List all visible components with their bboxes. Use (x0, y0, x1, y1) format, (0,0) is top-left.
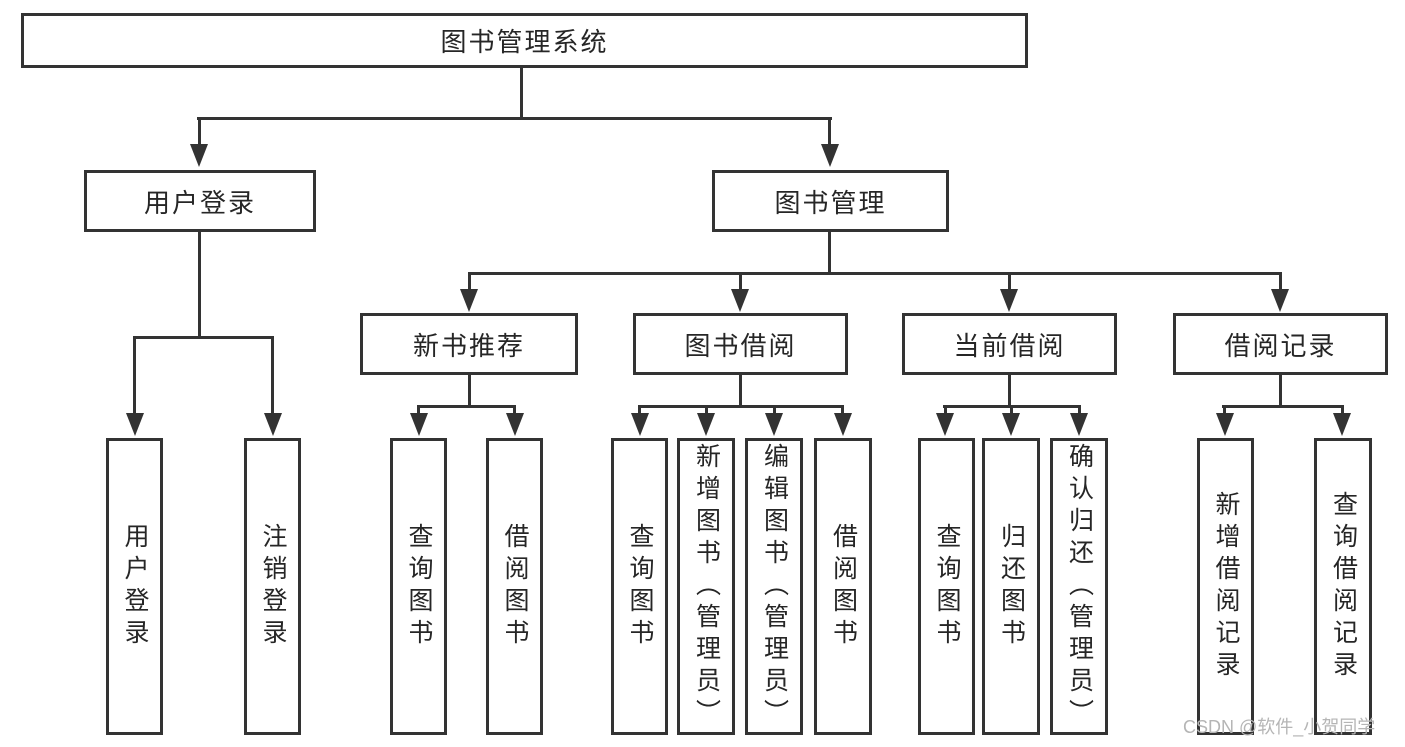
leaf-query-borrow-record: 查询借阅记录 (1314, 438, 1372, 735)
arrowhead-icon (1070, 413, 1088, 436)
leaf-add-borrow-record: 新增借阅记录 (1197, 438, 1254, 735)
connector-leaf-stem (638, 405, 641, 414)
leaf-borrow-books: 借阅图书 (814, 438, 872, 735)
leaf-logout: 注销登录 (244, 438, 301, 735)
watermark: CSDN @软件_小贺同学 (1183, 717, 1376, 737)
connector-group-stub (1279, 373, 1282, 408)
connector-leaf-stem (944, 405, 947, 414)
connector-level1-rail (197, 117, 832, 120)
leaf-user-login: 用户登录 (106, 438, 163, 735)
leaf-return-books: 归还图书 (982, 438, 1040, 735)
connector-stem-book-borrow (739, 272, 742, 291)
leaf-query-books-borrow: 查询图书 (611, 438, 668, 735)
connector-leaf-stem (417, 405, 420, 414)
leaf-edit-books-admin: 编辑图书（管理员） (745, 438, 803, 735)
arrowhead-icon (936, 413, 954, 436)
arrowhead-icon (1216, 413, 1234, 436)
connector-stem-leaf-login (133, 336, 136, 413)
connector-group-stub (1008, 373, 1011, 408)
arrowhead-icon (126, 413, 144, 436)
connector-leaf-stem (1223, 405, 1226, 414)
connector-stem-new-book (468, 272, 471, 291)
arrowhead-icon (1000, 289, 1018, 312)
connector-level2-rail (468, 272, 1282, 275)
leaf-confirm-return-admin: 确认归还（管理员） (1050, 438, 1108, 735)
arrowhead-icon (1333, 413, 1351, 436)
arrowhead-icon (631, 413, 649, 436)
connector-root-stem (520, 66, 523, 119)
connector-group-stub (739, 373, 742, 408)
node-current-borrow: 当前借阅 (902, 313, 1117, 375)
connector-stem-borrow-record (1279, 272, 1282, 291)
node-user-login: 用户登录 (84, 170, 316, 232)
connector-stem-book-mgmt (828, 117, 831, 146)
arrowhead-icon (821, 144, 839, 167)
arrowhead-icon (264, 413, 282, 436)
connector-leaf-stem (705, 405, 708, 414)
connector-stem-user-login (198, 117, 201, 146)
connector-stem-current-borrow (1008, 272, 1011, 291)
connector-group-stub (468, 373, 471, 408)
arrowhead-icon (765, 413, 783, 436)
connector-leaf-stem (1078, 405, 1081, 414)
connector-leaf-stem (513, 405, 516, 414)
arrowhead-icon (506, 413, 524, 436)
connector-leaf-stem (773, 405, 776, 414)
node-new-book-recommend: 新书推荐 (360, 313, 578, 375)
node-book-management: 图书管理 (712, 170, 949, 232)
connector-leaf-stem (1341, 405, 1344, 414)
connector-user-login-down (198, 230, 201, 339)
leaf-query-books-current: 查询图书 (918, 438, 975, 735)
arrowhead-icon (460, 289, 478, 312)
leaf-borrow-books-recommend: 借阅图书 (486, 438, 543, 735)
node-book-borrow: 图书借阅 (633, 313, 848, 375)
leaf-add-books-admin: 新增图书（管理员） (677, 438, 735, 735)
arrowhead-icon (834, 413, 852, 436)
arrowhead-icon (1002, 413, 1020, 436)
arrowhead-icon (190, 144, 208, 167)
connector-leaf-rail (417, 405, 516, 408)
leaf-query-books-recommend: 查询图书 (390, 438, 447, 735)
connector-leaf-stem (841, 405, 844, 414)
node-system: 图书管理系统 (21, 13, 1028, 68)
arrowhead-icon (410, 413, 428, 436)
arrowhead-icon (697, 413, 715, 436)
connector-stem-leaf-logout (271, 336, 274, 413)
connector-leaf-rail (638, 405, 844, 408)
connector-book-mgmt-down (828, 230, 831, 275)
connector-user-login-rail (133, 336, 274, 339)
arrowhead-icon (1271, 289, 1289, 312)
connector-leaf-rail (1222, 405, 1344, 408)
arrowhead-icon (731, 289, 749, 312)
connector-leaf-stem (1010, 405, 1013, 414)
node-borrow-records: 借阅记录 (1173, 313, 1388, 375)
